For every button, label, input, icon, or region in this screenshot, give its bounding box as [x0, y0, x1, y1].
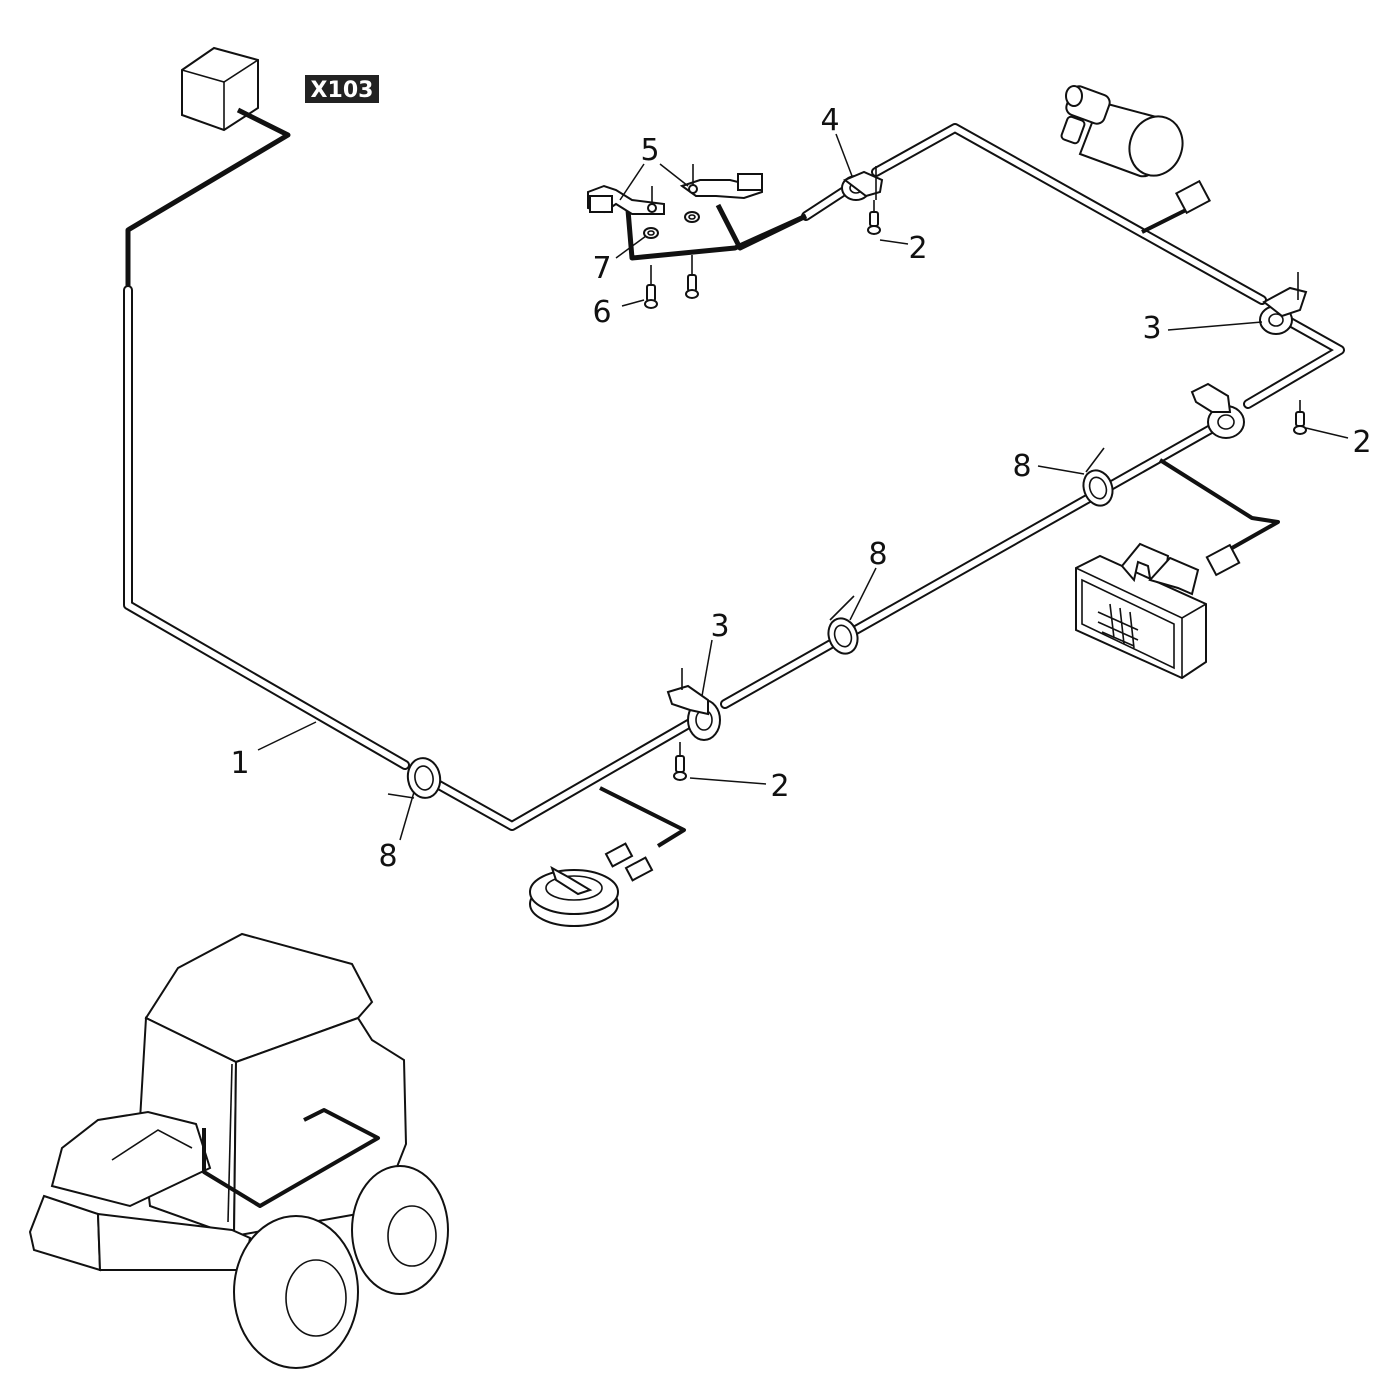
connector-tag: X103	[305, 75, 379, 103]
connector-box	[181, 46, 259, 132]
clip-3-middle	[1190, 382, 1245, 439]
callout-7: 7	[592, 251, 611, 286]
pump-connector	[1141, 179, 1211, 234]
switch-cable-branch	[625, 209, 808, 261]
light-connector	[1158, 458, 1280, 577]
callout-8-right: 8	[1012, 449, 1031, 484]
callout-6: 6	[592, 295, 611, 330]
callout-2-clip4: 2	[908, 231, 927, 266]
callout-8-middle: 8	[868, 537, 887, 572]
screw-right	[685, 255, 699, 299]
switch-cable	[715, 203, 808, 251]
cable-tie-right	[1082, 447, 1114, 507]
callout-2-left: 2	[770, 769, 789, 804]
callout-2-right: 2	[1352, 425, 1371, 460]
clip-4	[841, 166, 884, 201]
callout-3-left: 3	[710, 609, 729, 644]
clip-3-upper	[1259, 272, 1308, 335]
main-cable-top	[125, 107, 291, 290]
clip-3-left	[666, 668, 721, 741]
horn	[529, 865, 619, 927]
callout-8-left: 8	[378, 839, 397, 874]
callout-4: 4	[820, 103, 839, 138]
switch-bracket-left	[587, 184, 665, 215]
washer-pump	[1060, 85, 1184, 178]
tractor-outline	[28, 932, 449, 1369]
screw-right-side	[1293, 400, 1307, 435]
main-harness-tube	[123, 123, 1345, 831]
washer-left	[643, 227, 659, 239]
cable-tie-middle	[827, 595, 859, 655]
callout-1: 1	[230, 746, 249, 781]
leader-lines	[257, 133, 1349, 841]
callout-5: 5	[640, 133, 659, 168]
screw-left	[644, 265, 658, 309]
screw-clip-3-left	[673, 742, 687, 781]
callout-3-right: 3	[1142, 311, 1161, 346]
washer-right	[684, 211, 700, 223]
work-light	[1075, 542, 1207, 680]
connector-tag-label: X103	[311, 78, 374, 103]
horn-connector	[599, 786, 686, 882]
cable-tie-left	[387, 757, 442, 799]
screw-clip-4	[867, 200, 881, 235]
switch-bracket-right	[679, 164, 763, 200]
